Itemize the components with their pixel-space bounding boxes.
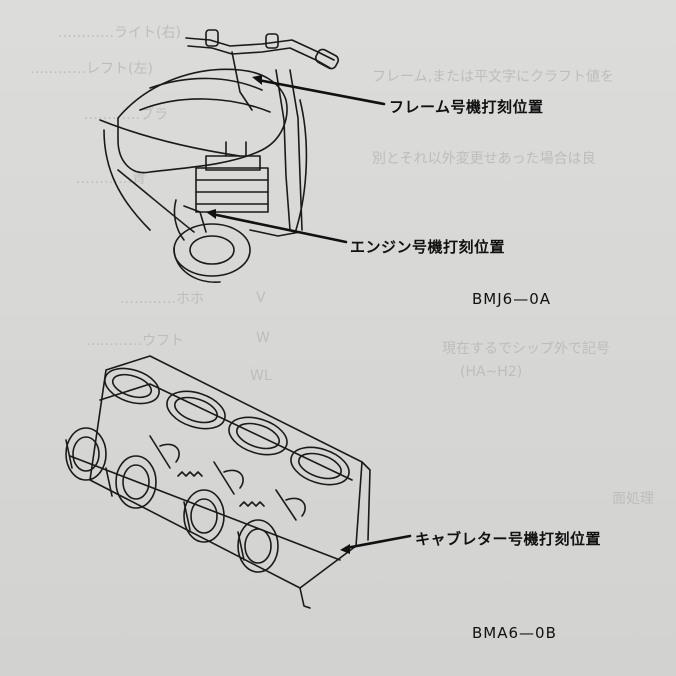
bleed-text: 別とそれ以外変更せあった場合は良 [372,151,596,167]
bleed-text: …………ウフト [86,333,184,349]
bleed-text: …………レフト(左) [30,61,153,77]
bleed-text: 現在するでシップ外で記号 [442,341,610,357]
bleed-text: W [256,330,270,346]
figure-code-top: BMJ6—0A [472,290,552,308]
engine-number-callout: エンジン号機打刻位置 [350,238,506,256]
carburetor-illustration [65,355,371,609]
bleed-text: …………青 [76,171,146,187]
bleed-text: WL [250,368,272,384]
bleed-text: …………ホホ [120,291,204,307]
figure-code-bottom: BMA6—0B [472,624,557,642]
bleed-text: 面処理 [612,491,654,507]
bleed-text: …………ライト(右) [58,25,181,41]
bleed-text: V [256,290,266,306]
bleed-text: (HA~H2) [460,364,523,380]
bleed-text: フレーム,または平文字にクラフト値を [372,69,615,85]
carburetor-number-callout: キャブレター号機打刻位置 [415,530,602,548]
frame-number-callout: フレーム号機打刻位置 [389,98,544,116]
bleed-text: …………ブラ [84,107,168,123]
